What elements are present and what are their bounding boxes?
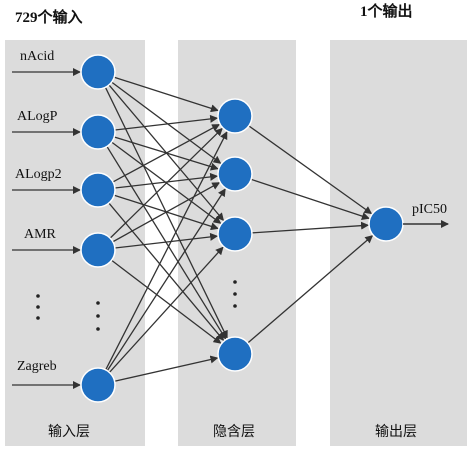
input-node bbox=[80, 54, 116, 90]
output-feature-label: pIC50 bbox=[412, 202, 447, 217]
nodes bbox=[80, 54, 404, 403]
connection-edge bbox=[106, 188, 226, 372]
connection-edge bbox=[112, 123, 221, 183]
connections bbox=[104, 76, 374, 382]
hidden-node bbox=[217, 216, 253, 252]
input-node bbox=[80, 232, 116, 268]
connection-edge bbox=[105, 131, 228, 371]
output-layer-label: 输出层 bbox=[375, 424, 417, 440]
connection-edge bbox=[112, 182, 221, 243]
connection-edge bbox=[111, 259, 222, 344]
ellipsis-dots bbox=[36, 280, 237, 331]
connection-edge bbox=[113, 76, 219, 113]
connection-edge bbox=[114, 114, 219, 131]
input-count-label: 729个输入 bbox=[15, 8, 83, 26]
input-feature-label: ALogP bbox=[17, 109, 58, 124]
connection-edge bbox=[114, 355, 219, 382]
input-feature-label: nAcid bbox=[20, 49, 54, 64]
output-layer-panel bbox=[330, 40, 467, 446]
hidden-node bbox=[217, 156, 253, 192]
connection-edge bbox=[251, 221, 370, 234]
input-layer-panel bbox=[5, 40, 145, 446]
connection-edge bbox=[247, 235, 374, 344]
input-arrows bbox=[12, 68, 81, 389]
connection-edge bbox=[108, 202, 225, 341]
connection-edge bbox=[111, 81, 222, 164]
input-node bbox=[80, 367, 116, 403]
hidden-layer-label: 隐含层 bbox=[213, 424, 255, 440]
output-node bbox=[368, 206, 404, 242]
input-node bbox=[80, 172, 116, 208]
connection-edge bbox=[250, 178, 370, 220]
connection-edge bbox=[248, 125, 373, 215]
input-feature-label: ALogp2 bbox=[15, 167, 62, 182]
connection-edge bbox=[114, 172, 219, 189]
output-count-label: 1个输出 bbox=[360, 2, 413, 20]
input-node bbox=[80, 114, 116, 150]
input-layer-label: 输入层 bbox=[48, 424, 90, 440]
hidden-node bbox=[217, 98, 253, 134]
hidden-node bbox=[217, 336, 253, 372]
input-feature-label: Zagreb bbox=[17, 359, 57, 374]
connection-edge bbox=[114, 232, 219, 249]
connection-edge bbox=[108, 246, 224, 373]
input-feature-label: AMR bbox=[24, 227, 57, 242]
connection-edge bbox=[109, 127, 223, 239]
